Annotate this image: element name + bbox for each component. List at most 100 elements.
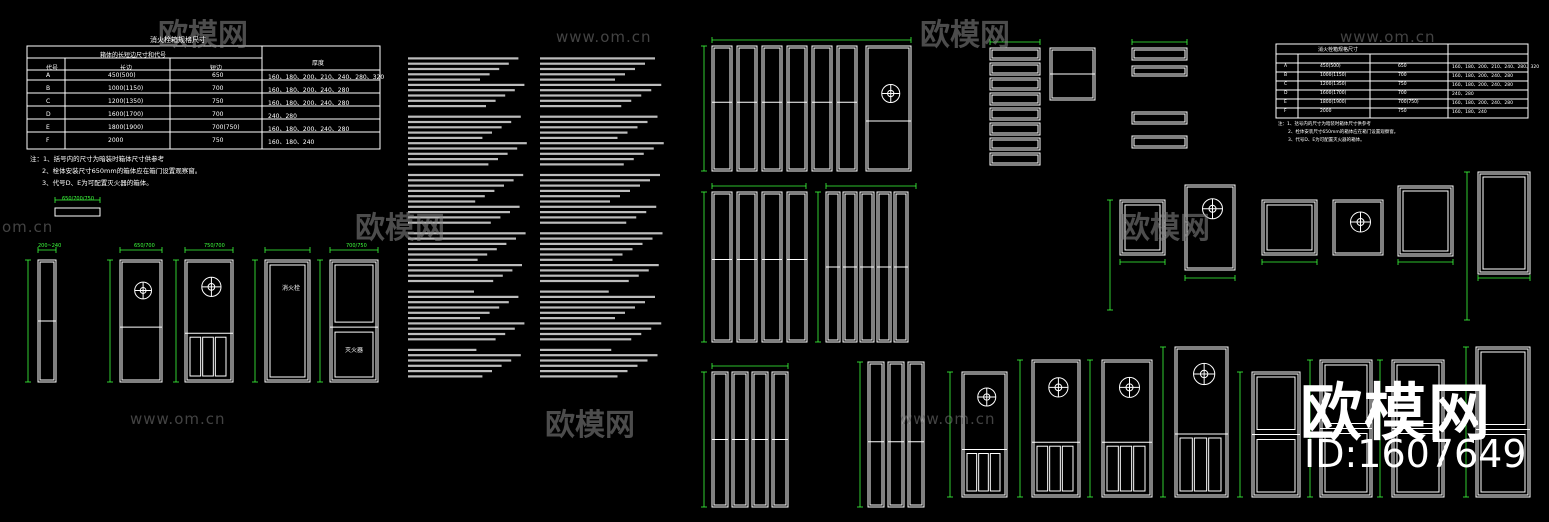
left-table-cell: 700 (212, 85, 224, 92)
left-table-cell: F (46, 137, 50, 144)
spec-text-line (408, 253, 488, 256)
extinguisher-bottle (214, 336, 227, 377)
left-table-col-code: 代号 (46, 65, 59, 72)
spec-text-line (540, 327, 652, 330)
left-table-cell: 2000 (108, 137, 124, 144)
dim-width-4: 700/750 (346, 243, 367, 249)
corner-brand-name: 欧模网 (1300, 376, 1493, 449)
door-panel (334, 331, 374, 378)
cabinet-outline (989, 107, 1041, 121)
spec-text-line (408, 370, 492, 373)
extinguisher-bottle (978, 453, 989, 492)
spec-text-line (408, 327, 515, 330)
left-table-cell: 750 (212, 137, 224, 144)
spec-text-line (408, 264, 522, 267)
spec-text-line (408, 147, 518, 150)
cabinet-inner (1176, 348, 1227, 496)
extinguisher-bottle (966, 453, 978, 492)
cabinet-outline (786, 45, 808, 172)
spec-text-line (408, 200, 476, 203)
cabinet-outline (1397, 185, 1454, 257)
extinguisher-bottle (202, 336, 214, 377)
cabinet-outline (989, 137, 1041, 151)
spec-text-line (408, 311, 490, 314)
left-table-cell: 650 (212, 72, 224, 79)
dimension-lines (25, 37, 1531, 508)
left-table-cell: B (46, 85, 51, 92)
spec-text-line (540, 126, 638, 129)
cabinet-inner (991, 79, 1039, 89)
cabinet-outline (1119, 199, 1166, 256)
cabinet-outline (736, 191, 758, 343)
right-table-cell: B (1284, 73, 1288, 78)
right-table-cell: 1800(1900) (1320, 100, 1347, 105)
spec-text-line (540, 83, 662, 86)
right-table-cell: 2000 (1320, 109, 1332, 114)
right-table-cell: 650 (1398, 64, 1407, 69)
cabinet-inner (869, 363, 883, 506)
spec-text-line (408, 221, 491, 224)
spec-text-line (540, 232, 663, 235)
small-plan-view (54, 207, 101, 217)
cabinet-outline (761, 45, 783, 172)
left-table-col-long: 长边 (120, 65, 133, 72)
cabinet-outline (736, 45, 758, 172)
door-panel (1266, 204, 1313, 251)
watermark-brand-3: 欧模网 (355, 211, 445, 246)
cabinet-outline (989, 152, 1041, 166)
right-table-cell: 1000(1150) (1320, 73, 1347, 78)
spec-text-line (540, 306, 635, 309)
spec-text-line (408, 295, 519, 298)
spec-text-line (540, 73, 625, 76)
extinguisher-bottle (1208, 437, 1222, 492)
cabinet-outline (989, 92, 1041, 106)
watermark-brand-4: 欧模网 (1120, 211, 1210, 246)
door-panel (1402, 190, 1449, 252)
spec-text-line (408, 274, 503, 277)
cabinet-inner (1186, 186, 1234, 269)
door-panel (269, 264, 306, 378)
dim-top-small: 650/700/750 (62, 196, 94, 202)
right-table-cell: 160、180、200、240、280 (1452, 74, 1513, 79)
right-table-cell: 450(500) (1320, 64, 1341, 69)
spec-text-line (408, 269, 513, 272)
cabinet-outline (1475, 346, 1531, 498)
spec-text-line (540, 99, 632, 102)
spec-text-line (540, 354, 658, 357)
spec-text-line (540, 274, 639, 277)
spec-text-line (408, 152, 508, 155)
watermark-brand-5: 欧模网 (545, 408, 635, 443)
spec-text-line (408, 338, 496, 341)
spec-text-line (540, 200, 610, 203)
left-table-cell: E (46, 124, 50, 131)
spec-text-line (408, 136, 483, 139)
drawing-linework (26, 43, 1531, 508)
right-table-cell: A (1284, 64, 1288, 69)
left-table-cell: A (46, 72, 51, 79)
spec-text-line (408, 211, 510, 214)
watermark-url-3: www.om.cn (130, 410, 226, 428)
spec-text-line (408, 242, 507, 245)
spec-text-line (408, 57, 519, 60)
cabinet-outline (989, 62, 1041, 76)
cabinet-inner (331, 261, 377, 381)
spec-text-line (408, 279, 494, 283)
cabinet-inner (963, 373, 1006, 496)
door-panel (1324, 433, 1368, 493)
spec-text-line (408, 332, 506, 336)
cabinet-inner (788, 193, 806, 341)
spec-text-line (540, 290, 609, 293)
door-panel (1396, 433, 1440, 493)
spec-text-line (540, 158, 634, 161)
extinguisher-bottle (1049, 445, 1061, 492)
spec-text-line (408, 131, 492, 134)
spec-text-line (408, 317, 480, 320)
spec-text-line (540, 242, 643, 245)
cabinet-inner (991, 64, 1039, 74)
cabinet-outline (989, 77, 1041, 91)
watermark-brand-2: 欧模网 (920, 18, 1010, 53)
cabinet-inner (738, 193, 756, 341)
cabinet-inner (1133, 137, 1186, 147)
cabinet-outline (1131, 47, 1188, 61)
